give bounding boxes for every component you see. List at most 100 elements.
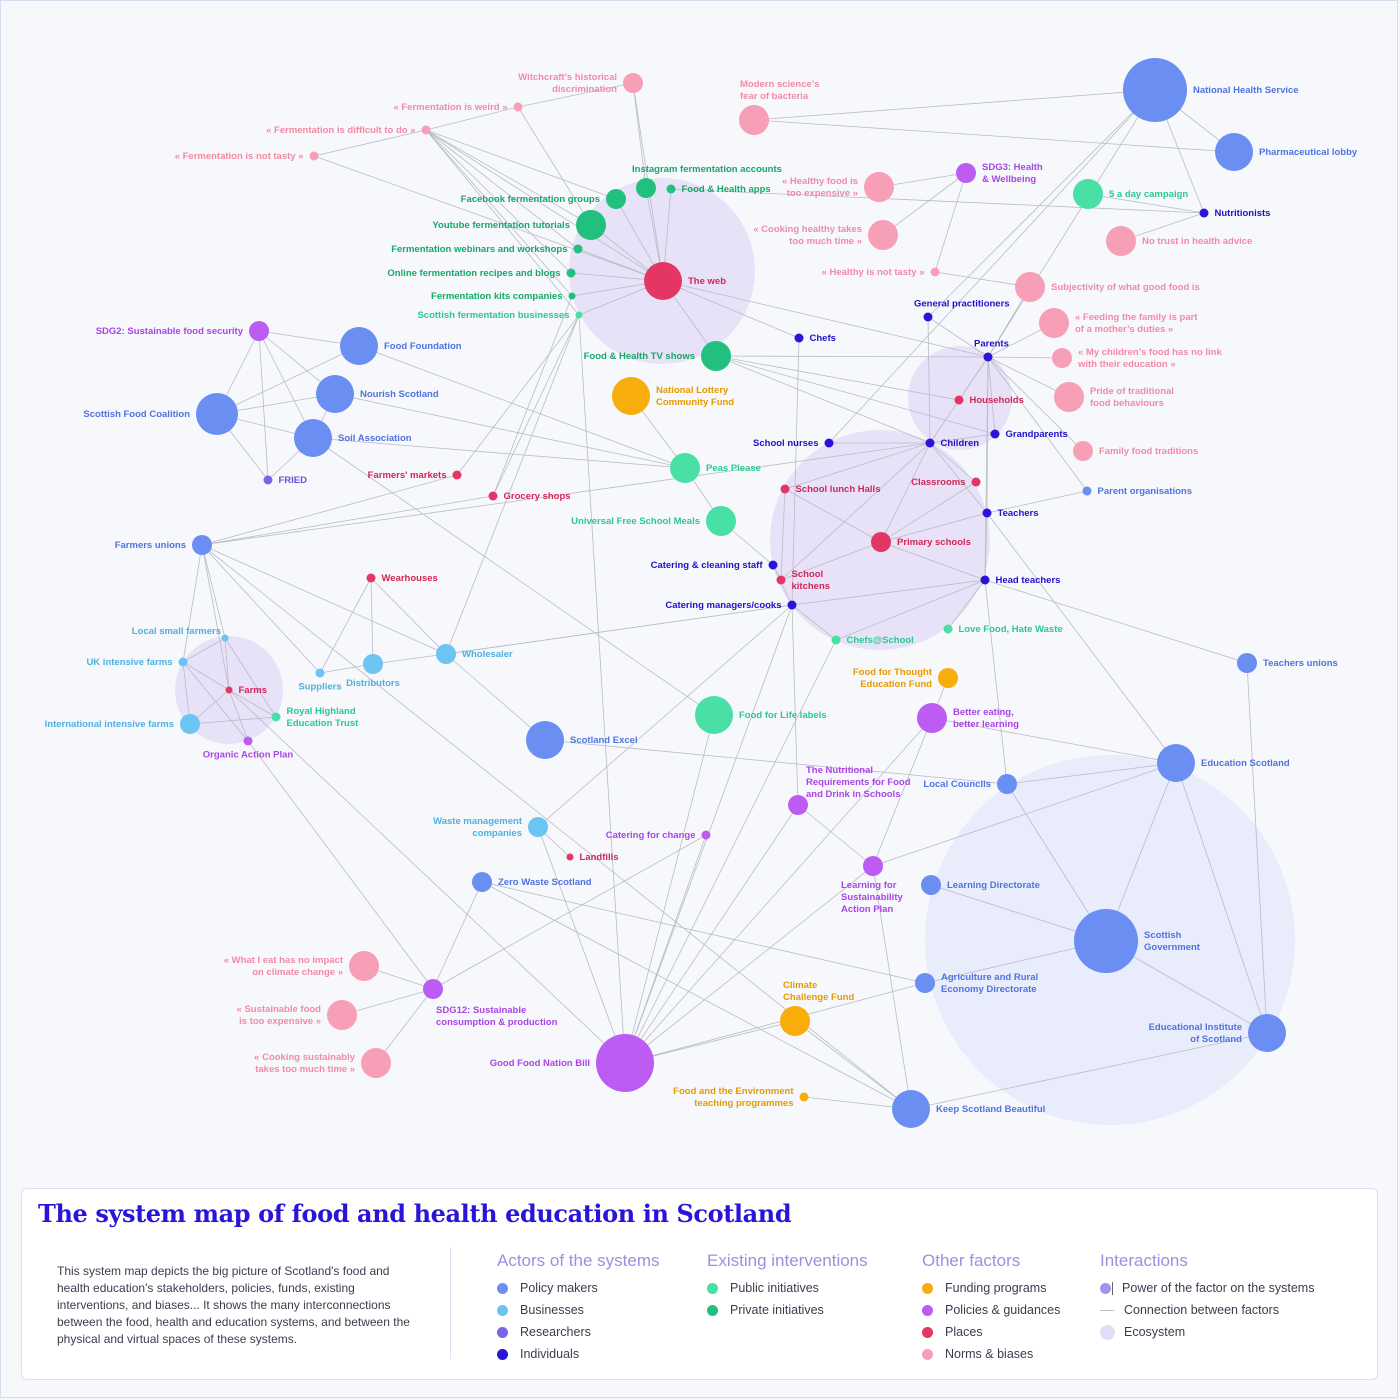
node-sdg12[interactable] — [423, 979, 443, 999]
node-cooking-healthy-time[interactable] — [868, 220, 898, 250]
node-soil-assoc[interactable] — [294, 419, 332, 457]
node-peas-please[interactable] — [670, 453, 700, 483]
node-food-env[interactable] — [799, 1092, 809, 1102]
node-agri-dir[interactable] — [915, 973, 935, 993]
node-subjectivity[interactable] — [1015, 272, 1045, 302]
node-food-life[interactable] — [695, 696, 733, 734]
node-farmers-unions[interactable] — [192, 535, 212, 555]
legend-label: Ecosystem — [1124, 1325, 1186, 1339]
connection-line — [910, 1032, 1268, 1110]
node-scotland-excel[interactable] — [526, 721, 564, 759]
node-gps[interactable] — [923, 312, 933, 322]
node-witchcraft[interactable] — [623, 73, 643, 93]
node-pharma[interactable] — [1215, 133, 1253, 171]
node-farms[interactable] — [225, 686, 233, 694]
node-nutritionists[interactable] — [1199, 208, 1209, 218]
node-facebook[interactable] — [606, 189, 626, 209]
node-scot-ferm-biz[interactable] — [575, 311, 583, 319]
node-webinars[interactable] — [573, 244, 583, 254]
node-catering-staff[interactable] — [768, 560, 778, 570]
node-households[interactable] — [954, 395, 964, 405]
node-head-teachers[interactable] — [980, 575, 990, 585]
node-distributors[interactable] — [363, 654, 383, 674]
node-grocery[interactable] — [488, 491, 498, 501]
node-zero-waste[interactable] — [472, 872, 492, 892]
node-food-health-apps[interactable] — [666, 184, 676, 194]
node-healthy-not-tasty[interactable] — [930, 267, 940, 277]
node-no-trust[interactable] — [1106, 226, 1136, 256]
node-nat-lottery[interactable] — [612, 377, 650, 415]
node-local-farmers[interactable] — [221, 634, 229, 642]
node-food-foundation[interactable] — [340, 327, 378, 365]
node-learning-dir[interactable] — [921, 875, 941, 895]
node-nutritional-req[interactable] — [788, 795, 808, 815]
node-better-eating[interactable] — [917, 703, 947, 733]
node-healthy-expensive[interactable] — [864, 172, 894, 202]
node-chefs[interactable] — [794, 333, 804, 343]
node-catering-change[interactable] — [701, 830, 711, 840]
node-eat-no-impact[interactable] — [349, 951, 379, 981]
map-title: The system map of food and health educat… — [38, 1199, 792, 1228]
node-sust-expensive[interactable] — [327, 1000, 357, 1030]
node-uk-farms[interactable] — [178, 657, 188, 667]
node-ferm-not-tasty[interactable] — [309, 151, 319, 161]
node-family-traditions[interactable] — [1073, 441, 1093, 461]
node-learning-sust[interactable] — [863, 856, 883, 876]
node-waste-mgmt[interactable] — [528, 817, 548, 837]
node-climate-fund[interactable] — [780, 1006, 810, 1036]
node-instagram[interactable] — [636, 178, 656, 198]
label-online-recipes: Online fermentation recipes and blogs — [387, 268, 560, 279]
node-keep-scot[interactable] — [892, 1090, 930, 1128]
node-nhs[interactable] — [1123, 58, 1187, 122]
node-parent-orgs[interactable] — [1082, 486, 1092, 496]
node-school-kitchens[interactable] — [776, 575, 786, 585]
node-children-food-edu[interactable] — [1052, 348, 1072, 368]
node-cook-sust-time[interactable] — [361, 1048, 391, 1078]
node-scot-gov[interactable] — [1074, 909, 1138, 973]
node-online-recipes[interactable] — [566, 268, 576, 278]
node-catering-managers[interactable] — [787, 600, 797, 610]
node-five-a-day[interactable] — [1073, 179, 1103, 209]
node-food-thought[interactable] — [938, 668, 958, 688]
node-nourish[interactable] — [316, 375, 354, 413]
node-school-lunch[interactable] — [780, 484, 790, 494]
node-parents[interactable] — [983, 352, 993, 362]
node-sdg3[interactable] — [956, 163, 976, 183]
node-landfills[interactable] — [566, 853, 574, 861]
node-modern-science[interactable] — [739, 105, 769, 135]
node-feeding-family[interactable] — [1039, 308, 1069, 338]
node-education-scotland[interactable] — [1157, 744, 1195, 782]
node-fried[interactable] — [263, 475, 273, 485]
connection-line — [201, 474, 458, 546]
node-wearhouses[interactable] — [366, 573, 376, 583]
node-children[interactable] — [925, 438, 935, 448]
node-the-web[interactable] — [644, 262, 682, 300]
node-ferm-weird[interactable] — [513, 102, 523, 112]
node-ferm-difficult[interactable] — [421, 125, 431, 135]
node-grandparents[interactable] — [990, 429, 1000, 439]
node-youtube[interactable] — [576, 210, 606, 240]
node-ufsm[interactable] — [706, 506, 736, 536]
node-edu-institute[interactable] — [1248, 1014, 1286, 1052]
node-scot-food-coal[interactable] — [196, 393, 238, 435]
node-love-food[interactable] — [943, 624, 953, 634]
node-royal-highland[interactable] — [271, 712, 281, 722]
node-farmers-markets[interactable] — [452, 470, 462, 480]
node-wholesaler[interactable] — [436, 644, 456, 664]
node-classrooms[interactable] — [971, 477, 981, 487]
node-primary-schools[interactable] — [871, 532, 891, 552]
node-local-councils[interactable] — [997, 774, 1017, 794]
node-school-nurses[interactable] — [824, 438, 834, 448]
node-pride-traditional[interactable] — [1054, 382, 1084, 412]
node-intl-farms[interactable] — [180, 714, 200, 734]
node-teachers[interactable] — [982, 508, 992, 518]
node-organic-plan[interactable] — [243, 736, 253, 746]
connection-line — [201, 442, 931, 546]
node-good-food-bill[interactable] — [596, 1034, 654, 1092]
node-chefs-school[interactable] — [831, 635, 841, 645]
node-teachers-unions[interactable] — [1237, 653, 1257, 673]
node-suppliers[interactable] — [315, 668, 325, 678]
node-tv-shows[interactable] — [701, 341, 731, 371]
node-sdg2[interactable] — [249, 321, 269, 341]
node-kits[interactable] — [568, 292, 576, 300]
